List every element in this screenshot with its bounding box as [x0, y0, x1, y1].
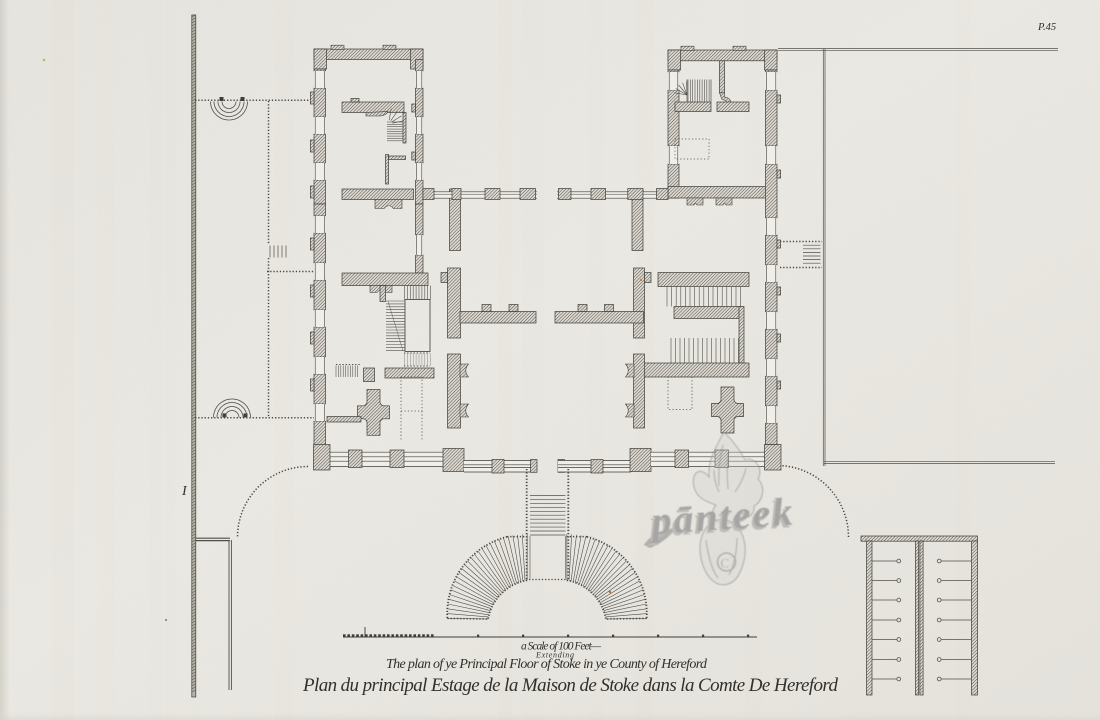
svg-text:Extending: Extending [535, 651, 574, 660]
svg-text:a Scale of 100 Feet—: a Scale of 100 Feet— [521, 641, 602, 653]
svg-text:P.45: P.45 [1037, 22, 1056, 33]
svg-text:The plan of ye Principal Floor: The plan of ye Principal Floor of Stoke … [386, 657, 708, 672]
svg-text:I: I [181, 484, 188, 499]
svg-text:C: C [721, 556, 730, 571]
svg-text:Plan du principal Estage de la: Plan du principal Estage de la Maison de… [302, 675, 839, 696]
